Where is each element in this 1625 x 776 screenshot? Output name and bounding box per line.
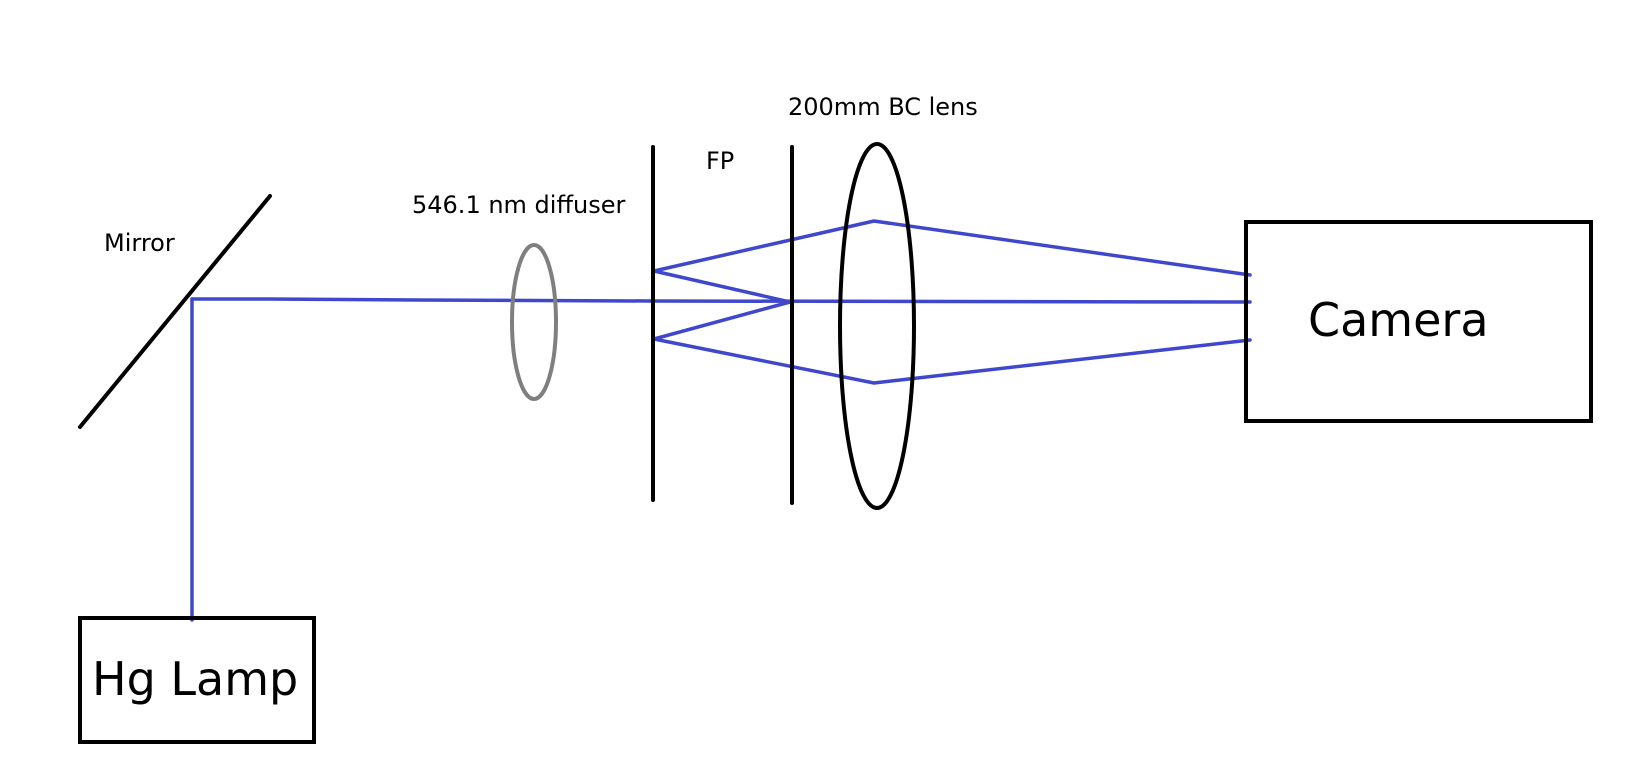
mirror-label: Mirror (104, 229, 175, 257)
fp-label: FP (706, 147, 735, 175)
bc-lens-ellipse (838, 142, 916, 510)
camera-box (1244, 220, 1593, 423)
beam-fp-upper-reflection (652, 269, 792, 304)
beam-axis-to-camera (648, 299, 1252, 304)
diffuser-ellipse (510, 243, 558, 401)
beam-upper-ray-to-camera (652, 219, 1252, 277)
mirror (78, 194, 272, 429)
beam-lower-ray-to-camera (652, 337, 1252, 385)
beam-fp-lower-reflection (652, 300, 792, 341)
light-beam-group (190, 219, 1252, 622)
hg-lamp-label: Hg Lamp (92, 652, 299, 706)
lens-label: 200mm BC lens (788, 93, 978, 121)
beam-mirror-to-fp (190, 297, 652, 303)
camera-label: Camera (1308, 293, 1489, 347)
hg-lamp-box (78, 616, 316, 744)
diffuser-label: 546.1 nm diffuser (412, 191, 626, 219)
